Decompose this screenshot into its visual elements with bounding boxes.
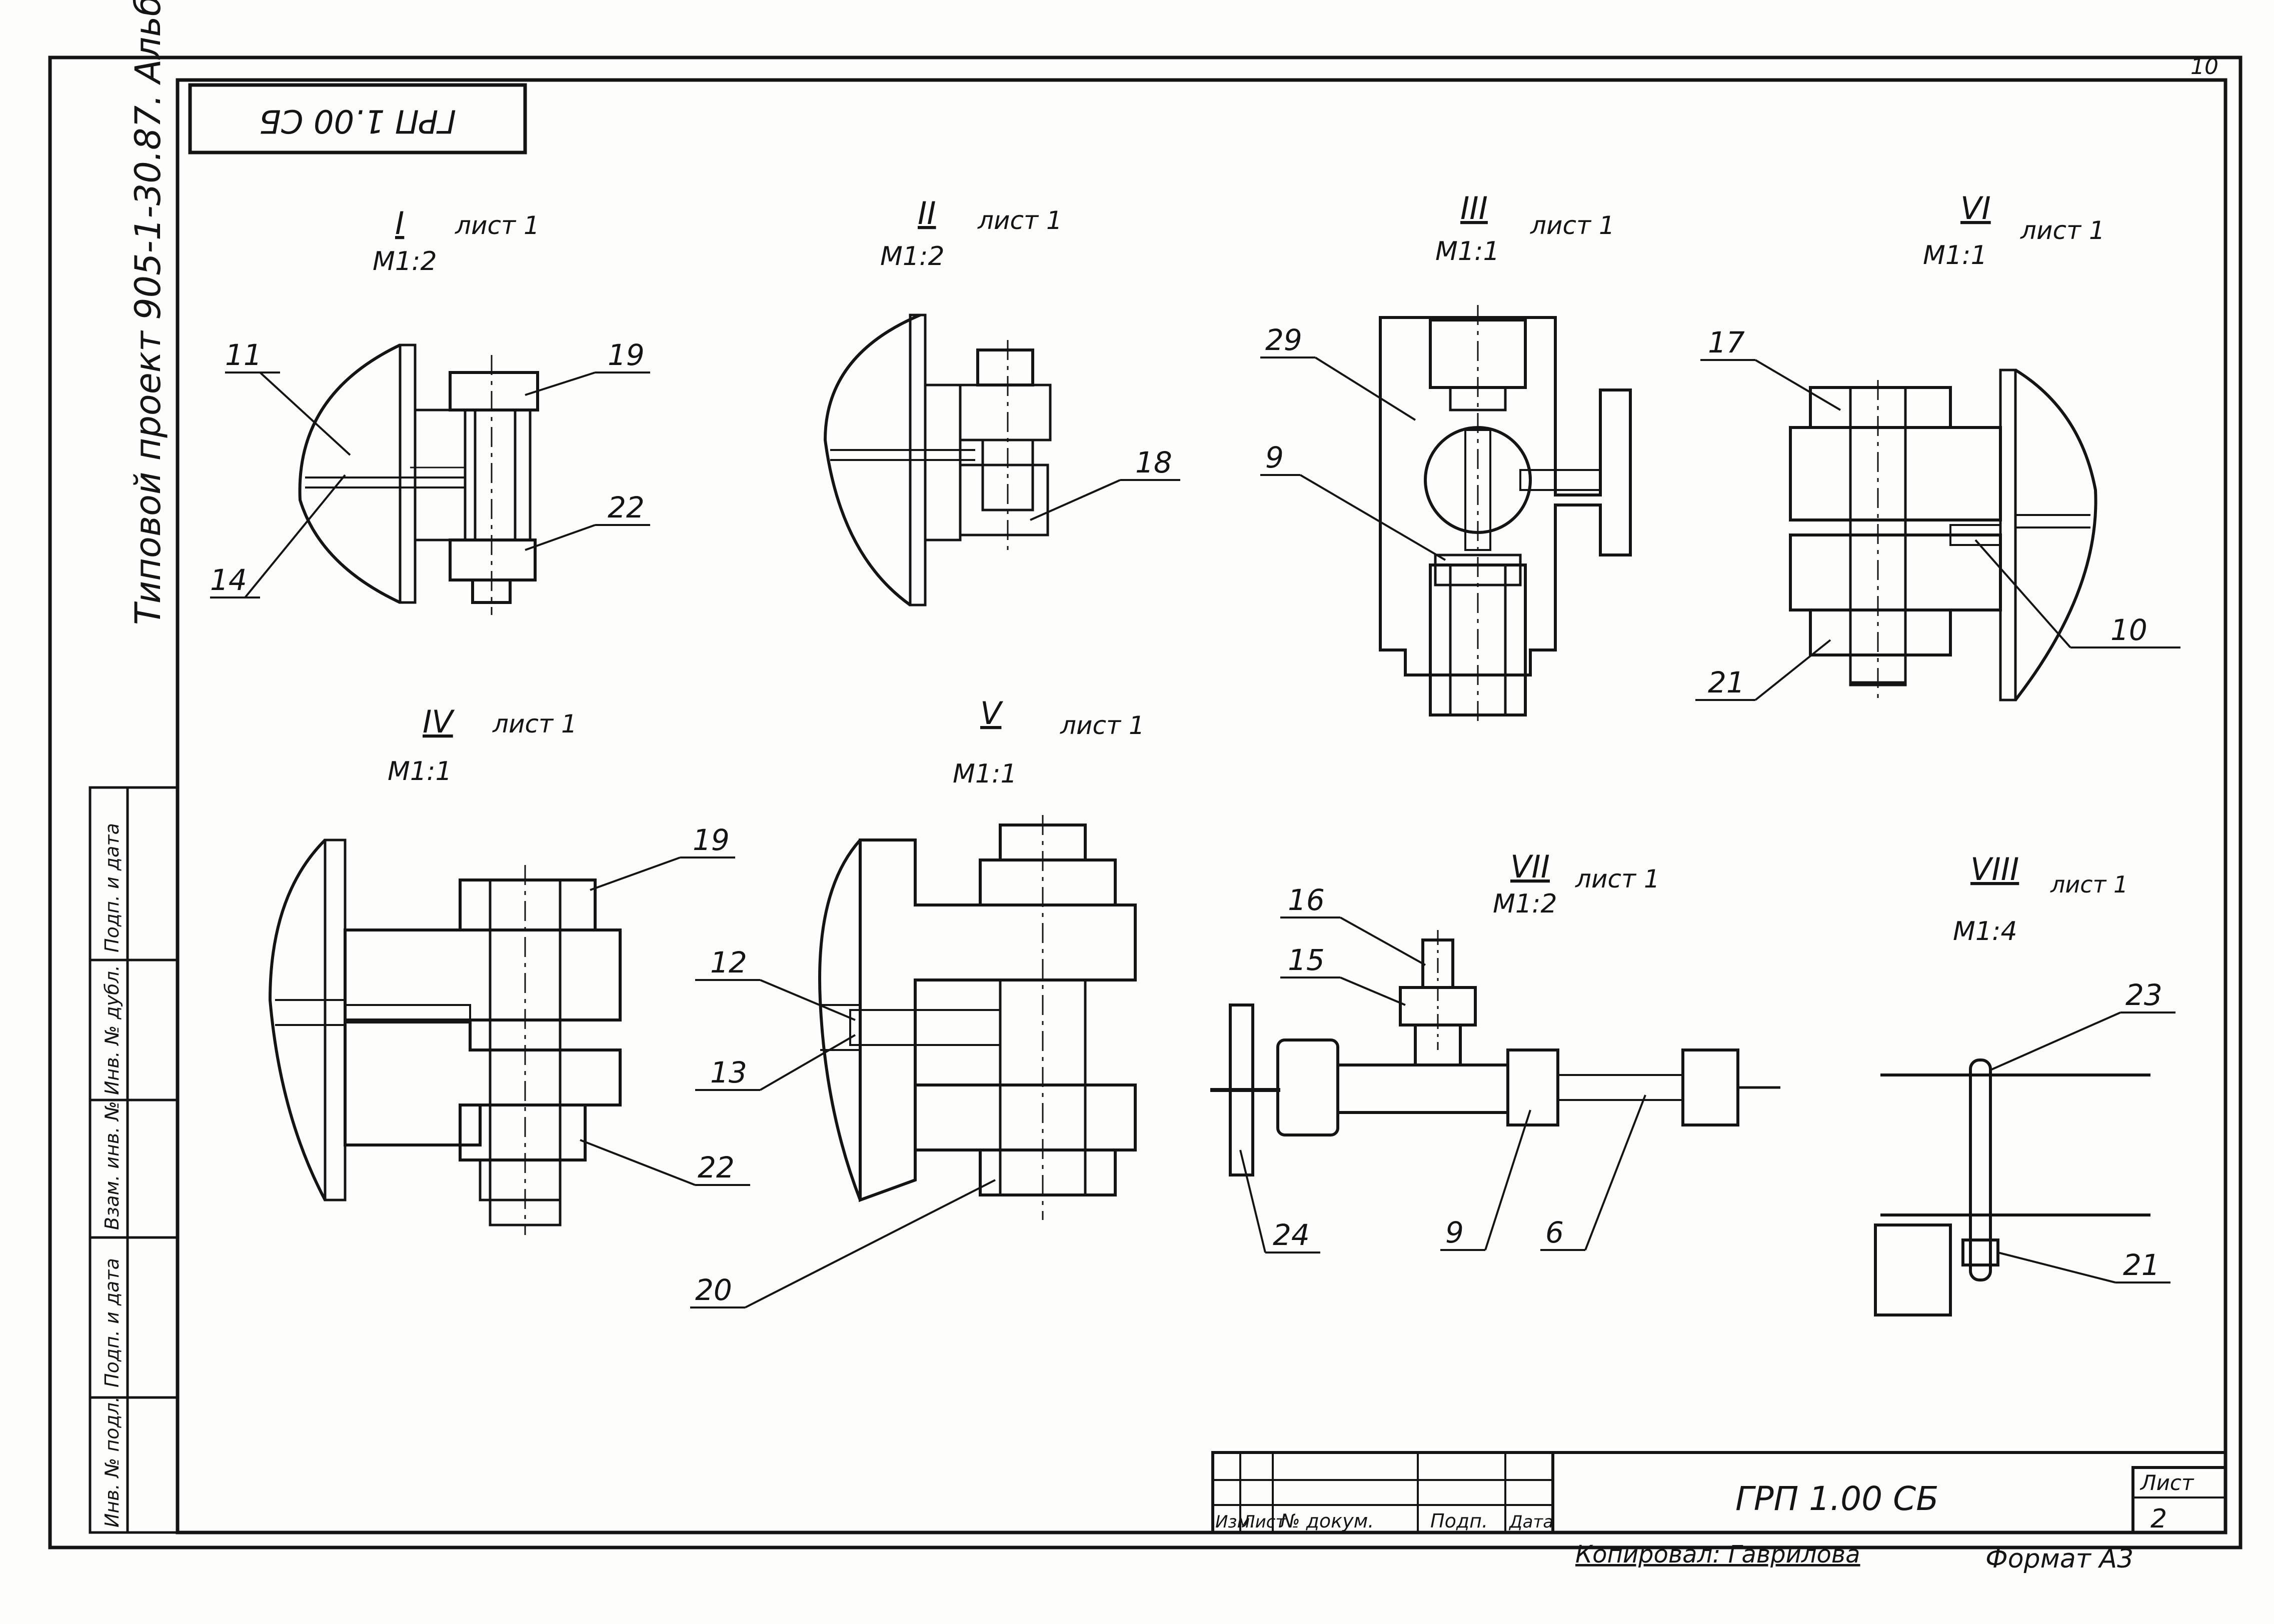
title-block: Изм. Лист № докум. Подп. Дата ГРП 1.00 С… [1211, 1451, 2227, 1574]
view-viii-roman: VIII [1970, 851, 2019, 888]
view-vii-scale: М1:2 [1493, 889, 1557, 919]
tb-header-izm: Изм. [1215, 1512, 1255, 1532]
view-iii-body [1379, 316, 1632, 676]
view-vii: VII лист 1 М1:2 [1210, 848, 1780, 1176]
callout-6: 6 [1545, 1216, 1564, 1250]
view-i-scale: М1:2 [373, 246, 437, 276]
side-stamp: Инв. № подл. Подп. и дата Взам. инв. № И… [89, 786, 179, 1534]
view-vi-sheet: лист 1 [2020, 216, 2105, 245]
view-iii: III лист 1 М1:1 [1379, 190, 1632, 725]
callout-21-a: 21 [1708, 666, 1745, 700]
callout-18: 18 [1135, 446, 1172, 480]
tb-designation: ГРП 1.00 СБ [1735, 1480, 1938, 1518]
view-v-roman: V [980, 695, 1004, 732]
sheet-number-top: 10 [2190, 54, 2218, 80]
view-iv: IV лист 1 М1:1 [268, 704, 622, 1235]
tb-sheet-number: 2 [2150, 1504, 2167, 1534]
callout-20: 20 [695, 1273, 732, 1307]
view-ii-scale: М1:2 [880, 242, 945, 272]
callout-11: 11 [225, 338, 262, 372]
view-viii-scale: М1:4 [1953, 916, 2017, 946]
callout-13: 13 [710, 1056, 747, 1090]
view-vii-roman: VII [1510, 848, 1550, 885]
callouts: 11 19 22 14 18 29 9 17 10 21 19 12 13 22… [210, 323, 2180, 1308]
callout-23: 23 [2125, 978, 2162, 1012]
view-vii-sheet: лист 1 [1575, 864, 1660, 894]
view-iv-scale: М1:1 [388, 756, 452, 786]
view-vi: VI лист 1 М1:1 [1789, 190, 2105, 702]
view-v-sheet: лист 1 [1060, 711, 1145, 740]
callout-16: 16 [1288, 883, 1325, 917]
stamp-inv-orig: Инв. № подл. [101, 1396, 123, 1528]
view-vi-scale: М1:1 [1923, 240, 1987, 270]
tb-header-sign: Подп. [1430, 1510, 1488, 1532]
callout-17: 17 [1708, 326, 1745, 360]
view-vi-roman: VI [1960, 190, 1991, 226]
project-stamp: Типовой проект 905-1-30.87. Альбом 2 [128, 0, 169, 625]
view-viii: VIII лист 1 М1:4 [1874, 851, 2150, 1316]
view-ii-roman: II [918, 195, 936, 232]
view-viii-sheet: лист 1 [2050, 871, 2128, 898]
rotated-code: ГРП 1.00 СБ [259, 102, 456, 139]
view-iii-scale: М1:1 [1435, 236, 1500, 266]
tb-header-list: Лист [1241, 1512, 1286, 1532]
view-iii-roman: III [1460, 190, 1488, 226]
view-i-sheet: лист 1 [455, 211, 540, 240]
view-v: V лист 1 М1:1 [818, 695, 1145, 1220]
view-ii-vessel [823, 314, 921, 606]
callout-12: 12 [710, 946, 747, 980]
tb-header-date: Дата [1508, 1512, 1553, 1532]
callout-19-b: 19 [693, 823, 730, 857]
stamp-sign-date-2: Подп. и дата [101, 823, 123, 952]
callout-10: 10 [2110, 613, 2147, 647]
callout-29: 29 [1265, 323, 1302, 357]
rotated-code-box [188, 83, 527, 154]
view-iii-sheet: лист 1 [1530, 211, 1615, 240]
view-iv-sheet: лист 1 [492, 710, 577, 738]
view-v-vessel [818, 838, 862, 1201]
callout-14: 14 [210, 563, 247, 597]
view-ii-sheet: лист 1 [977, 206, 1062, 235]
view-v-scale: М1:1 [953, 759, 1017, 789]
view-i-vessel [298, 344, 401, 604]
callout-24: 24 [1273, 1218, 1310, 1252]
stamp-sign-date-1: Подп. и дата [101, 1258, 123, 1388]
tb-header-doc: № докум. [1279, 1510, 1374, 1532]
callout-22-b: 22 [698, 1150, 735, 1184]
view-ii: II лист 1 М1:2 [823, 195, 1062, 606]
tb-sheet-label: Лист [2139, 1470, 2194, 1495]
callout-22-a: 22 [608, 490, 645, 524]
view-i-roman: I [395, 205, 404, 242]
callout-19-a: 19 [608, 338, 645, 372]
view-i: I лист 1 М1:2 [298, 205, 540, 615]
outer-frame [48, 56, 2242, 1550]
tb-copied-by: Копировал: Гаврилова [1575, 1540, 1860, 1568]
callout-9-a: 9 [1265, 440, 1284, 474]
callout-9-b: 9 [1445, 1216, 1464, 1250]
callout-15: 15 [1288, 943, 1325, 977]
view-iv-vessel [268, 838, 327, 1201]
view-iv-roman: IV [423, 704, 455, 740]
callout-21-b: 21 [2123, 1248, 2160, 1282]
tb-format: Формат А3 [1985, 1544, 2133, 1574]
stamp-replace-inv: Взам. инв. № [101, 1101, 123, 1230]
stamp-inv-dup: Инв. № дубл. [101, 965, 123, 1095]
